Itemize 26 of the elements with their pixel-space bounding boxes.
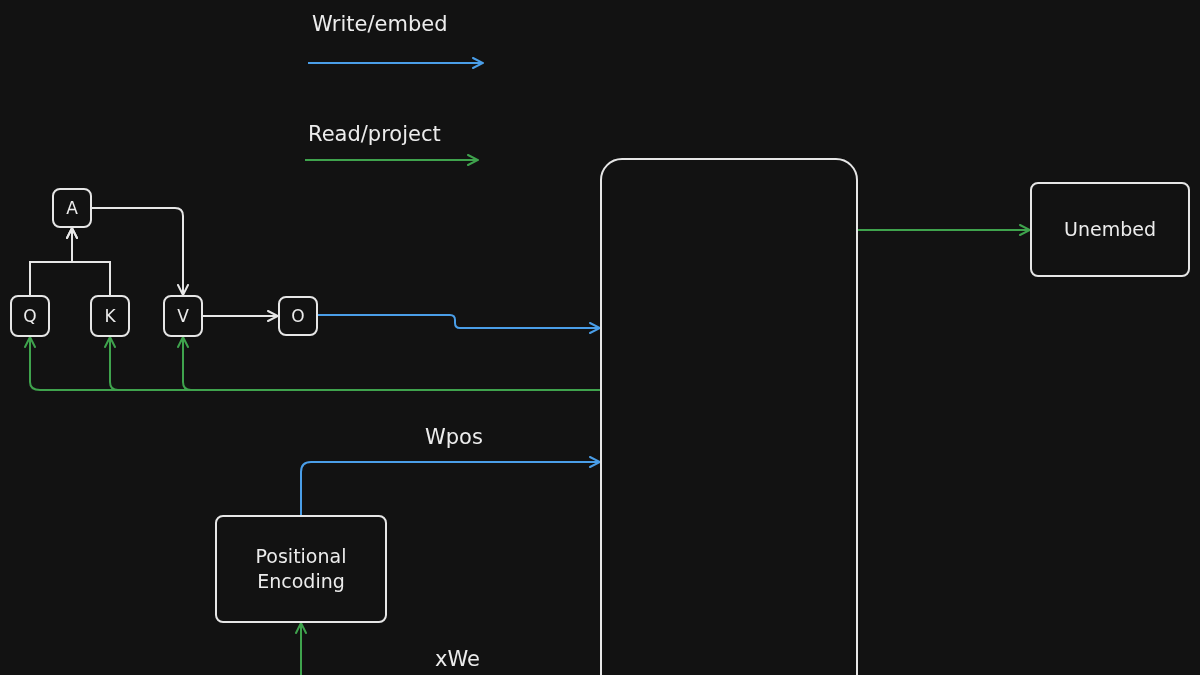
node-label: A: [66, 196, 78, 220]
arrow: [295, 622, 307, 675]
legend-label: Write/embed: [312, 12, 448, 36]
process-box: [163, 295, 203, 337]
text-label: xWe: [435, 647, 480, 671]
process-box: [215, 515, 387, 623]
node-label: V: [177, 304, 189, 328]
process-box: [10, 295, 50, 337]
residual-stream-box: [600, 158, 858, 675]
node-label: Q: [23, 304, 37, 328]
arrow: [66, 227, 111, 296]
process-box: [1030, 182, 1190, 277]
node-label: K: [104, 304, 116, 328]
process-box: [90, 295, 130, 337]
process-box: [52, 188, 92, 228]
node-label: Positional Encoding: [254, 544, 348, 594]
arrow: [317, 314, 601, 334]
arrow: [91, 207, 189, 296]
legend-label: Read/project: [308, 122, 441, 146]
arrow: [202, 310, 279, 322]
edge-label: Wpos: [425, 425, 483, 449]
arrow: [300, 456, 601, 516]
arrow: [857, 224, 1031, 236]
node-label: O: [291, 304, 305, 328]
node-label: Unembed: [1064, 217, 1156, 242]
process-box: [278, 296, 318, 336]
